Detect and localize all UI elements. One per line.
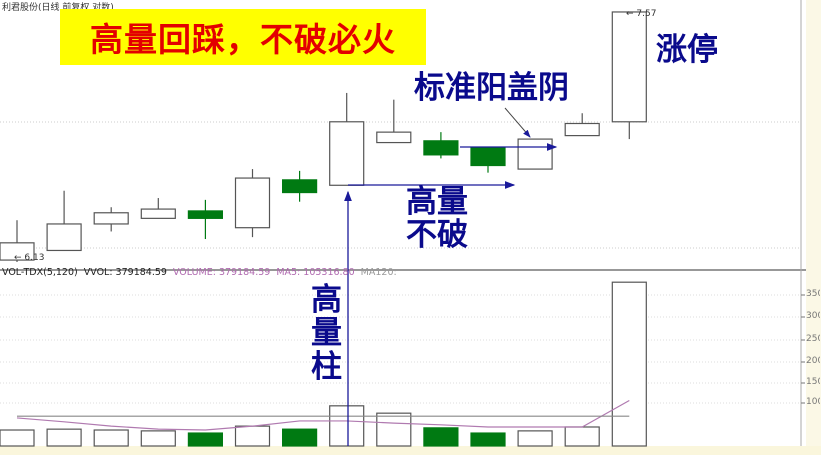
annotation-not-break: 高量 不破 <box>406 184 468 254</box>
vol-tick-label: 300000 <box>806 311 820 321</box>
volume-bar <box>282 428 318 447</box>
volume-bar <box>0 429 35 447</box>
annotation-cover: 标准阳盖阴 <box>414 70 569 106</box>
volume-bar <box>93 429 129 447</box>
candle-body <box>517 138 553 170</box>
volume-bar <box>329 405 365 447</box>
candle-body <box>0 242 35 261</box>
indicator-ma5: MA5: 105316.80 <box>276 267 355 278</box>
candle-body <box>470 147 506 167</box>
annotation-not-break-line2: 不破 <box>406 217 468 254</box>
annotation-high-volume-bar: 高 量 柱 <box>311 282 342 385</box>
vol-tick-label: 350000 <box>806 289 820 299</box>
candle-body <box>329 121 365 186</box>
volume-bar <box>517 430 553 447</box>
vol-tick-label: 100000 <box>806 397 820 407</box>
indicator-volume: VOLUME: 379184.59 <box>172 267 271 278</box>
annotation-hvb-2: 量 <box>311 315 342 352</box>
vol-tick-label: 250000 <box>806 334 820 344</box>
candle-body <box>376 131 412 144</box>
volume-bar <box>611 281 647 447</box>
volume-bar <box>564 426 600 447</box>
candle-body <box>611 11 647 123</box>
candle-body <box>564 122 600 137</box>
volume-bar <box>234 425 271 447</box>
vol-tick-label: 200000 <box>806 356 820 366</box>
candle-body <box>282 179 318 194</box>
vol-tick-label: 150000 <box>806 377 820 387</box>
volume-bar <box>46 428 82 447</box>
right-axis-strip <box>806 0 821 455</box>
indicator-name: VOL-TDX(5,120) <box>2 267 78 278</box>
arrow-cover-pointer <box>504 107 531 138</box>
candle-body <box>234 177 271 229</box>
annotation-limit-up: 涨停 <box>656 32 718 68</box>
annotation-hvb-1: 高 <box>311 282 342 318</box>
candle-body <box>46 223 82 252</box>
bottom-strip <box>0 446 821 455</box>
volume-bar <box>187 432 223 447</box>
candle-body <box>140 208 176 219</box>
candle-body <box>93 212 129 225</box>
annotation-hvb-3: 柱 <box>311 348 342 385</box>
high-price-label: ← 7.57 <box>626 9 656 19</box>
volume-bar <box>376 412 412 447</box>
window-title: 利君股份(日线 前复权 对数) <box>2 3 114 13</box>
candle-body <box>423 140 459 156</box>
headline-text: 高量回踩，不破必火 <box>90 20 396 59</box>
annotation-not-break-line1: 高量 <box>406 184 468 220</box>
indicator-ma120: MA120: <box>360 267 397 278</box>
volume-bar <box>140 430 176 447</box>
indicator-vvol: VVOL: 379184.59 <box>83 267 167 278</box>
low-price-label: ← 6.13 <box>14 253 44 263</box>
headline-banner: 高量回踩，不破必火 <box>60 9 426 65</box>
indicator-label-bar: VOL-TDX(5,120) VVOL: 379184.59 VOLUME: 379… <box>2 267 403 278</box>
candle-body <box>187 210 223 219</box>
volume-bar <box>423 427 459 447</box>
volume-bar <box>470 432 506 447</box>
ma-line-ma5 <box>16 399 630 431</box>
